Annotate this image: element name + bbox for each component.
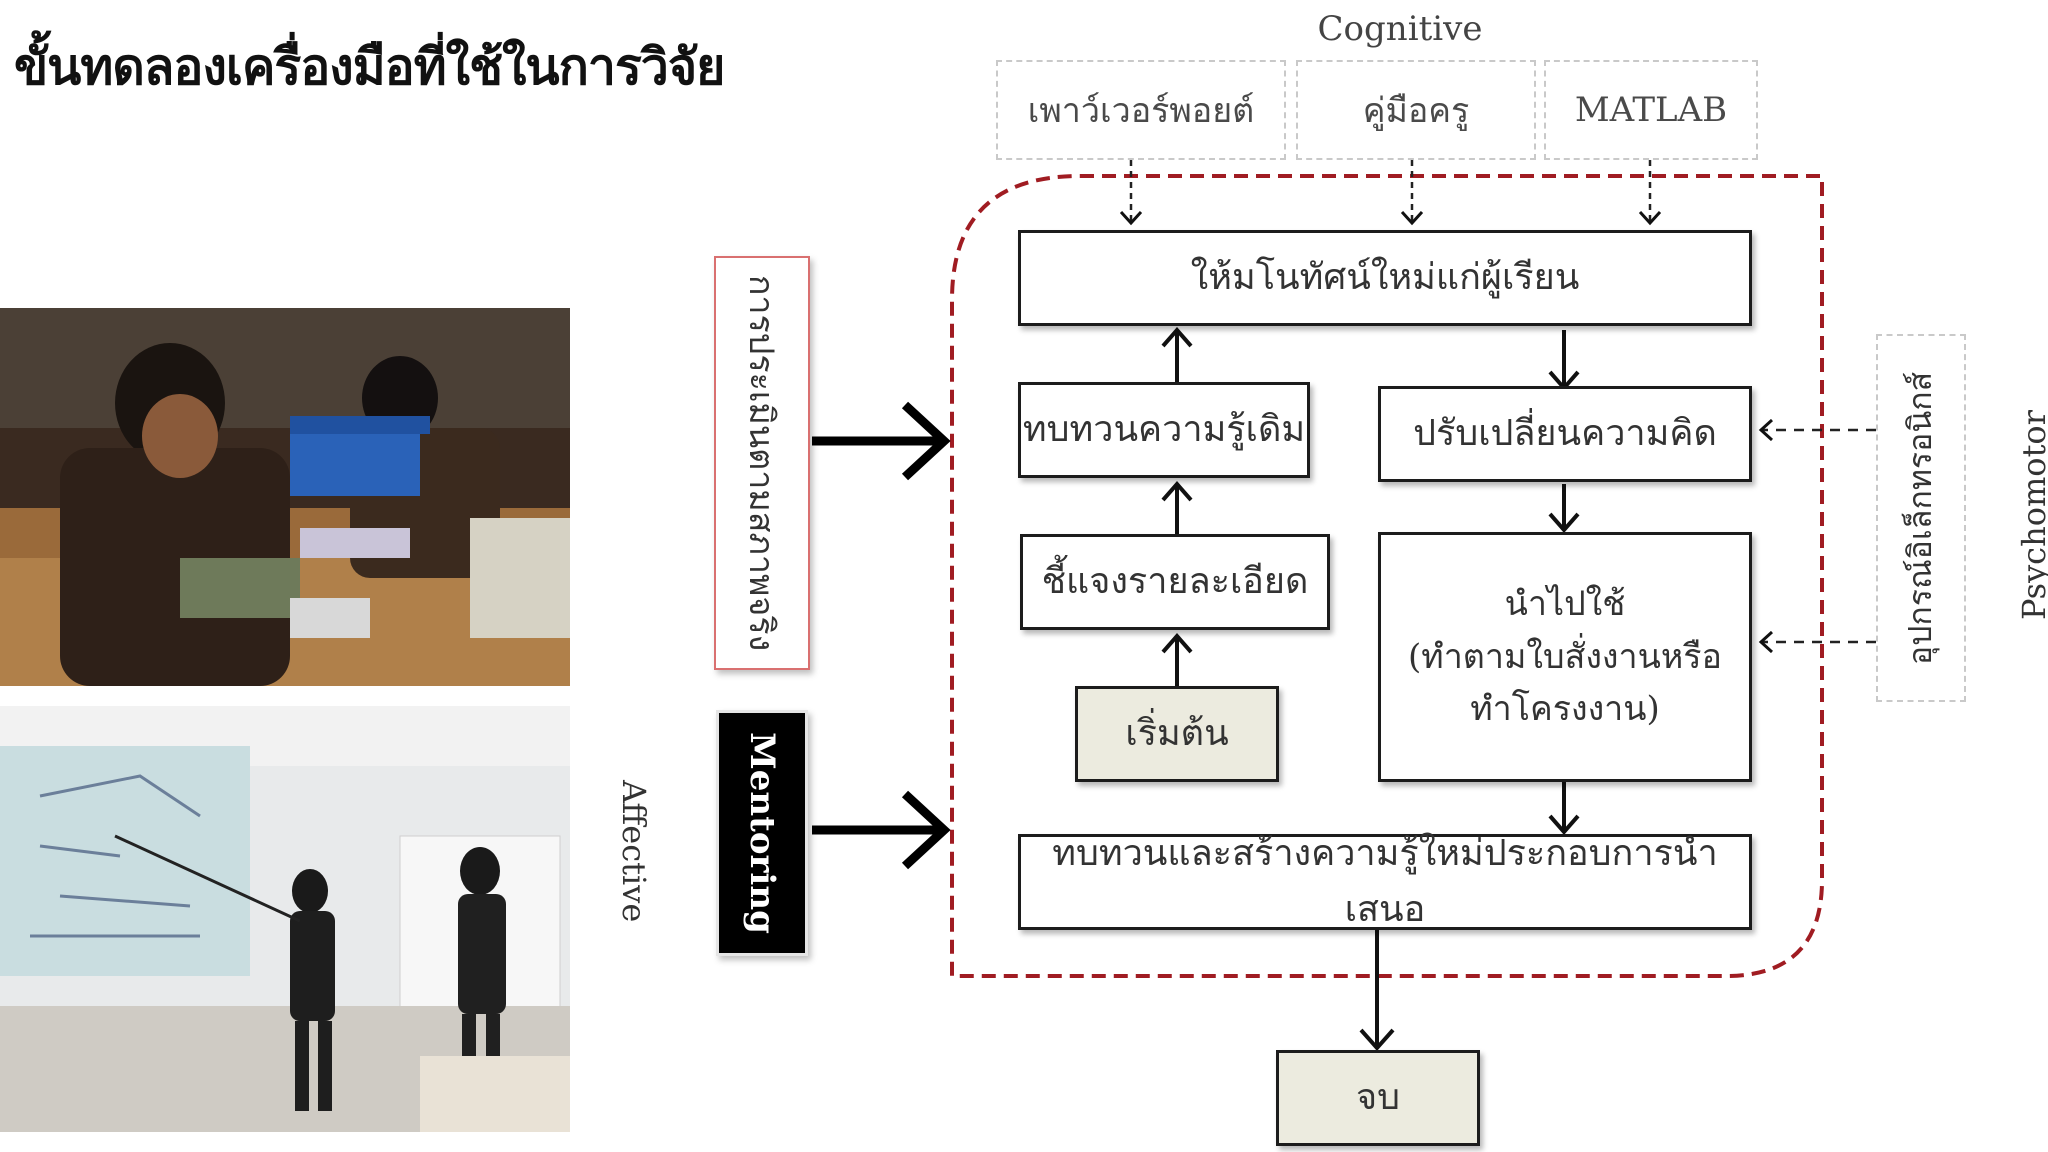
powerpoint-box: เพาว์เวอร์พอยต์ [996, 60, 1286, 160]
step-review: ทบทวนความรู้เดิม [1018, 382, 1310, 478]
photo-presentation [0, 706, 570, 1132]
step-review-present: ทบทวนและสร้างความรู้ใหม่ประกอบการนำเสนอ [1018, 833, 1752, 930]
electronics-box: อุปกรณ์อิเล็กทรอนิกส์ [1876, 334, 1966, 702]
photo-workshop [0, 308, 570, 686]
authentic-assessment-box: การประเมินตามสภาพจริง [714, 256, 810, 670]
step-end: จบ [1276, 1050, 1480, 1146]
step-start: เริ่มต้น [1075, 686, 1279, 782]
mentoring-box: Mentoring [716, 710, 808, 956]
powerpoint-label: เพาว์เวอร์พอยต์ [1027, 91, 1255, 131]
step-new-concept-label: ให้มโนทัศน์ใหม่แก่ผู้เรียน [1190, 257, 1580, 299]
step-review-present-label: ทบทวนและสร้างความรู้ใหม่ประกอบการนำเสนอ [1052, 833, 1718, 930]
presentation-photo-image [0, 706, 570, 1132]
step-change-thinking-label: ปรับเปลี่ยนความคิด [1413, 413, 1717, 455]
cognitive-label: Cognitive [1317, 9, 1483, 49]
step-apply-line2: (ทำตามใบสั่งงานหรือ [1408, 636, 1722, 677]
workshop-photo-image [0, 308, 570, 686]
step-apply-line3: ทำโครงงาน) [1470, 689, 1660, 730]
step-apply: นำไปใช้ (ทำตามใบสั่งงานหรือ ทำโครงงาน) [1378, 532, 1752, 782]
step-review-label: ทบทวนความรู้เดิม [1022, 409, 1306, 451]
matlab-label: MATLAB [1574, 90, 1728, 130]
step-apply-line1: นำไปใช้ [1504, 583, 1626, 624]
matlab-box: MATLAB [1544, 60, 1758, 160]
step-end-label: จบ [1356, 1077, 1400, 1119]
page-title: ขั้นทดลองเครื่องมือที่ใช้ในการวิจัย [14, 38, 725, 96]
process-frame [950, 174, 1824, 978]
step-explain-label: ชี้แจงรายละเอียด [1041, 561, 1309, 603]
step-start-label: เริ่มต้น [1125, 713, 1229, 755]
step-new-concept: ให้มโนทัศน์ใหม่แก่ผู้เรียน [1018, 230, 1752, 326]
step-explain: ชี้แจงรายละเอียด [1020, 534, 1330, 630]
teacher-manual-label: คู่มือครู [1362, 91, 1470, 131]
step-change-thinking: ปรับเปลี่ยนความคิด [1378, 386, 1752, 482]
teacher-manual-box: คู่มือครู [1296, 60, 1536, 160]
